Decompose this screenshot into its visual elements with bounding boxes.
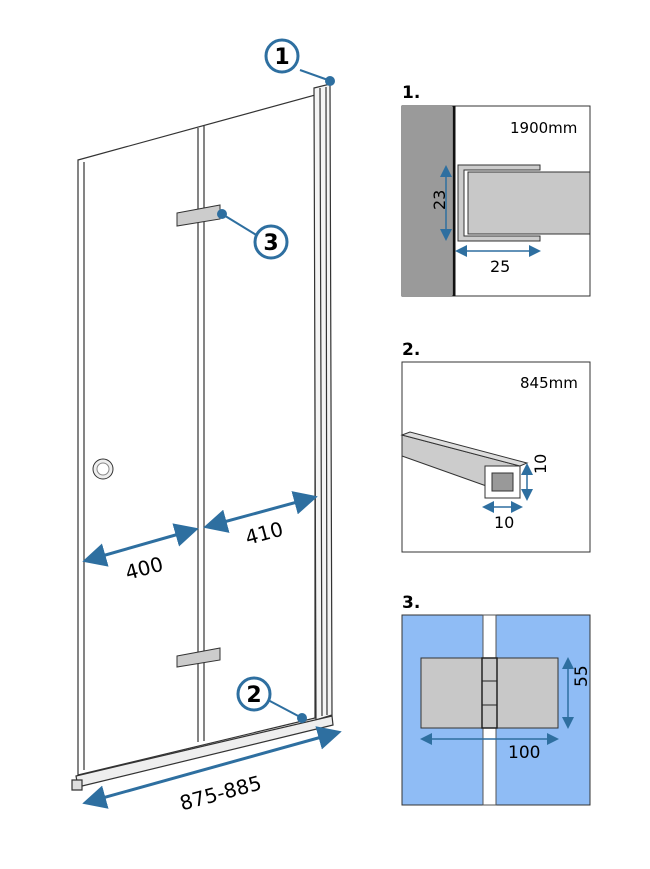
svg-text:2.: 2. — [402, 340, 420, 360]
hinge-top — [176, 204, 221, 227]
svg-text:3.: 3. — [402, 593, 420, 613]
svg-text:10: 10 — [494, 513, 514, 532]
svg-text:1900mm: 1900mm — [510, 119, 577, 137]
callout-3: 3 — [217, 209, 289, 260]
svg-text:3: 3 — [263, 231, 278, 256]
svg-text:23: 23 — [430, 190, 449, 210]
svg-text:25: 25 — [490, 257, 510, 276]
hinge-bottom — [176, 647, 221, 668]
door-knob — [92, 458, 114, 480]
dim-label-left: 400 — [123, 552, 166, 585]
svg-text:1: 1 — [274, 45, 289, 70]
dim-arrow-left — [82, 523, 199, 567]
detail-3: 3. 55 100 — [401, 593, 592, 806]
detail-2: 2. 845mm 10 10 — [400, 340, 591, 553]
callout-1: 1 — [264, 38, 335, 86]
svg-text:2: 2 — [246, 683, 261, 708]
svg-text:10: 10 — [531, 454, 550, 474]
dim-arrow-width — [82, 726, 342, 809]
detail-1: 1. 1900mm 23 25 — [401, 83, 591, 297]
svg-text:55: 55 — [572, 665, 592, 687]
svg-text:1.: 1. — [402, 83, 420, 103]
svg-text:100: 100 — [508, 743, 540, 763]
callout-2: 2 — [236, 676, 307, 723]
shower-door — [71, 83, 334, 791]
dim-label-right: 410 — [243, 517, 286, 550]
svg-text:845mm: 845mm — [520, 374, 578, 392]
dim-arrow-right — [203, 491, 318, 533]
dim-label-width: 875-885 — [177, 771, 264, 816]
